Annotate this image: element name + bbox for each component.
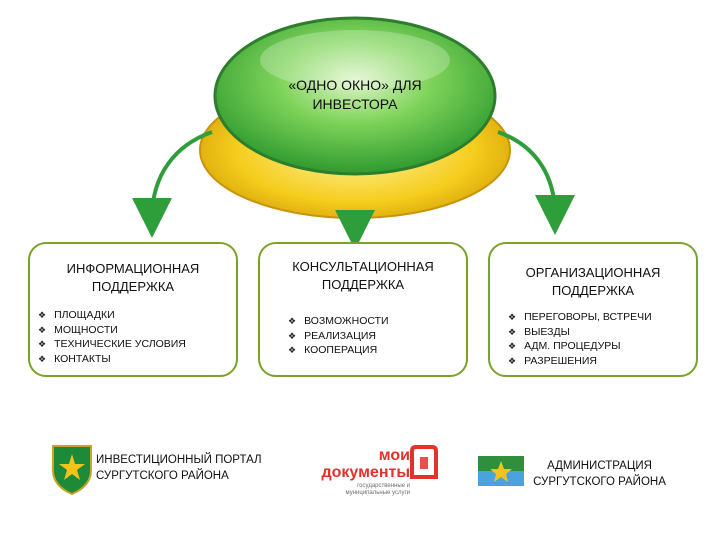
my-documents-logo-icon [410, 445, 438, 479]
investment-portal-link[interactable]: ИНВЕСТИЦИОННЫЙ ПОРТАЛ СУРГУТСКОГО РАЙОНА [96, 454, 262, 482]
arrow-to-info [132, 130, 213, 238]
card-list: ❖ПЕРЕГОВОРЫ, ВСТРЕЧИ ❖ВЫЕЗДЫ ❖АДМ. ПРОЦЕ… [508, 310, 652, 368]
diamond-bullet-icon: ❖ [508, 355, 517, 366]
diamond-bullet-icon: ❖ [508, 312, 517, 322]
list-item: ❖ТЕХНИЧЕСКИЕ УСЛОВИЯ [38, 338, 186, 350]
list-item: ❖ПЛОЩАДКИ [38, 309, 115, 321]
my-documents-logo-text: мои документы [321, 447, 410, 481]
list-item: ❖ВЫЕЗДЫ [508, 325, 570, 338]
my-documents-logo-subtitle: государственные и муниципальные услуги [345, 483, 410, 496]
diamond-bullet-icon: ❖ [288, 345, 297, 355]
list-item: ❖МОЩНОСТИ [38, 323, 118, 336]
list-item: ❖КОНТАКТЫ [38, 352, 111, 365]
diamond-bullet-icon: ❖ [508, 326, 517, 337]
diamond-bullet-icon: ❖ [288, 316, 297, 326]
my-documents-logo[interactable]: мои документы государственные и муниципа… [312, 447, 412, 497]
diamond-bullet-icon: ❖ [38, 339, 47, 349]
card-information-support: ИНФОРМАЦИОННАЯ ПОДДЕРЖКА ❖ПЛОЩАДКИ ❖МОЩН… [28, 242, 238, 377]
card-title: КОНСУЛЬТАЦИОННАЯ ПОДДЕРЖКА [292, 259, 434, 292]
diamond-bullet-icon: ❖ [288, 330, 297, 341]
card-consulting-support: КОНСУЛЬТАЦИОННАЯ ПОДДЕРЖКА ❖ВОЗМОЖНОСТИ … [258, 242, 468, 377]
card-organizational-support: ОРГАНИЗАЦИОННАЯ ПОДДЕРЖКА ❖ПЕРЕГОВОРЫ, В… [488, 242, 698, 377]
diamond-bullet-icon: ❖ [508, 341, 517, 351]
diamond-bullet-icon: ❖ [38, 324, 47, 335]
hub-title: «ОДНО ОКНО» ДЛЯ ИНВЕСТОРА [288, 77, 422, 112]
card-title: ИНФОРМАЦИОННАЯ ПОДДЕРЖКА [66, 261, 200, 294]
arrow-to-org [497, 130, 575, 235]
card-list: ❖ПЛОЩАДКИ ❖МОЩНОСТИ ❖ТЕХНИЧЕСКИЕ УСЛОВИЯ… [38, 308, 186, 366]
list-item: ❖ВОЗМОЖНОСТИ [288, 315, 389, 327]
coat-of-arms-icon [52, 445, 92, 496]
diamond-bullet-icon: ❖ [38, 310, 47, 320]
card-list: ❖ВОЗМОЖНОСТИ ❖РЕАЛИЗАЦИЯ ❖КООПЕРАЦИЯ [288, 314, 389, 358]
list-item: ❖РЕАЛИЗАЦИЯ [288, 329, 376, 342]
diamond-bullet-icon: ❖ [38, 353, 47, 364]
list-item: ❖АДМ. ПРОЦЕДУРЫ [508, 340, 621, 352]
hub-button [199, 16, 511, 219]
card-title: ОРГАНИЗАЦИОННАЯ ПОДДЕРЖКА [525, 265, 661, 298]
list-item: ❖РАЗРЕШЕНИЯ [508, 354, 597, 367]
list-item: ❖КООПЕРАЦИЯ [288, 344, 378, 356]
list-item: ❖ПЕРЕГОВОРЫ, ВСТРЕЧИ [508, 311, 652, 323]
district-flag-icon [478, 456, 524, 486]
district-administration-link[interactable]: АДМИНИСТРАЦИЯ СУРГУТСКОГО РАЙОНА [533, 460, 666, 488]
